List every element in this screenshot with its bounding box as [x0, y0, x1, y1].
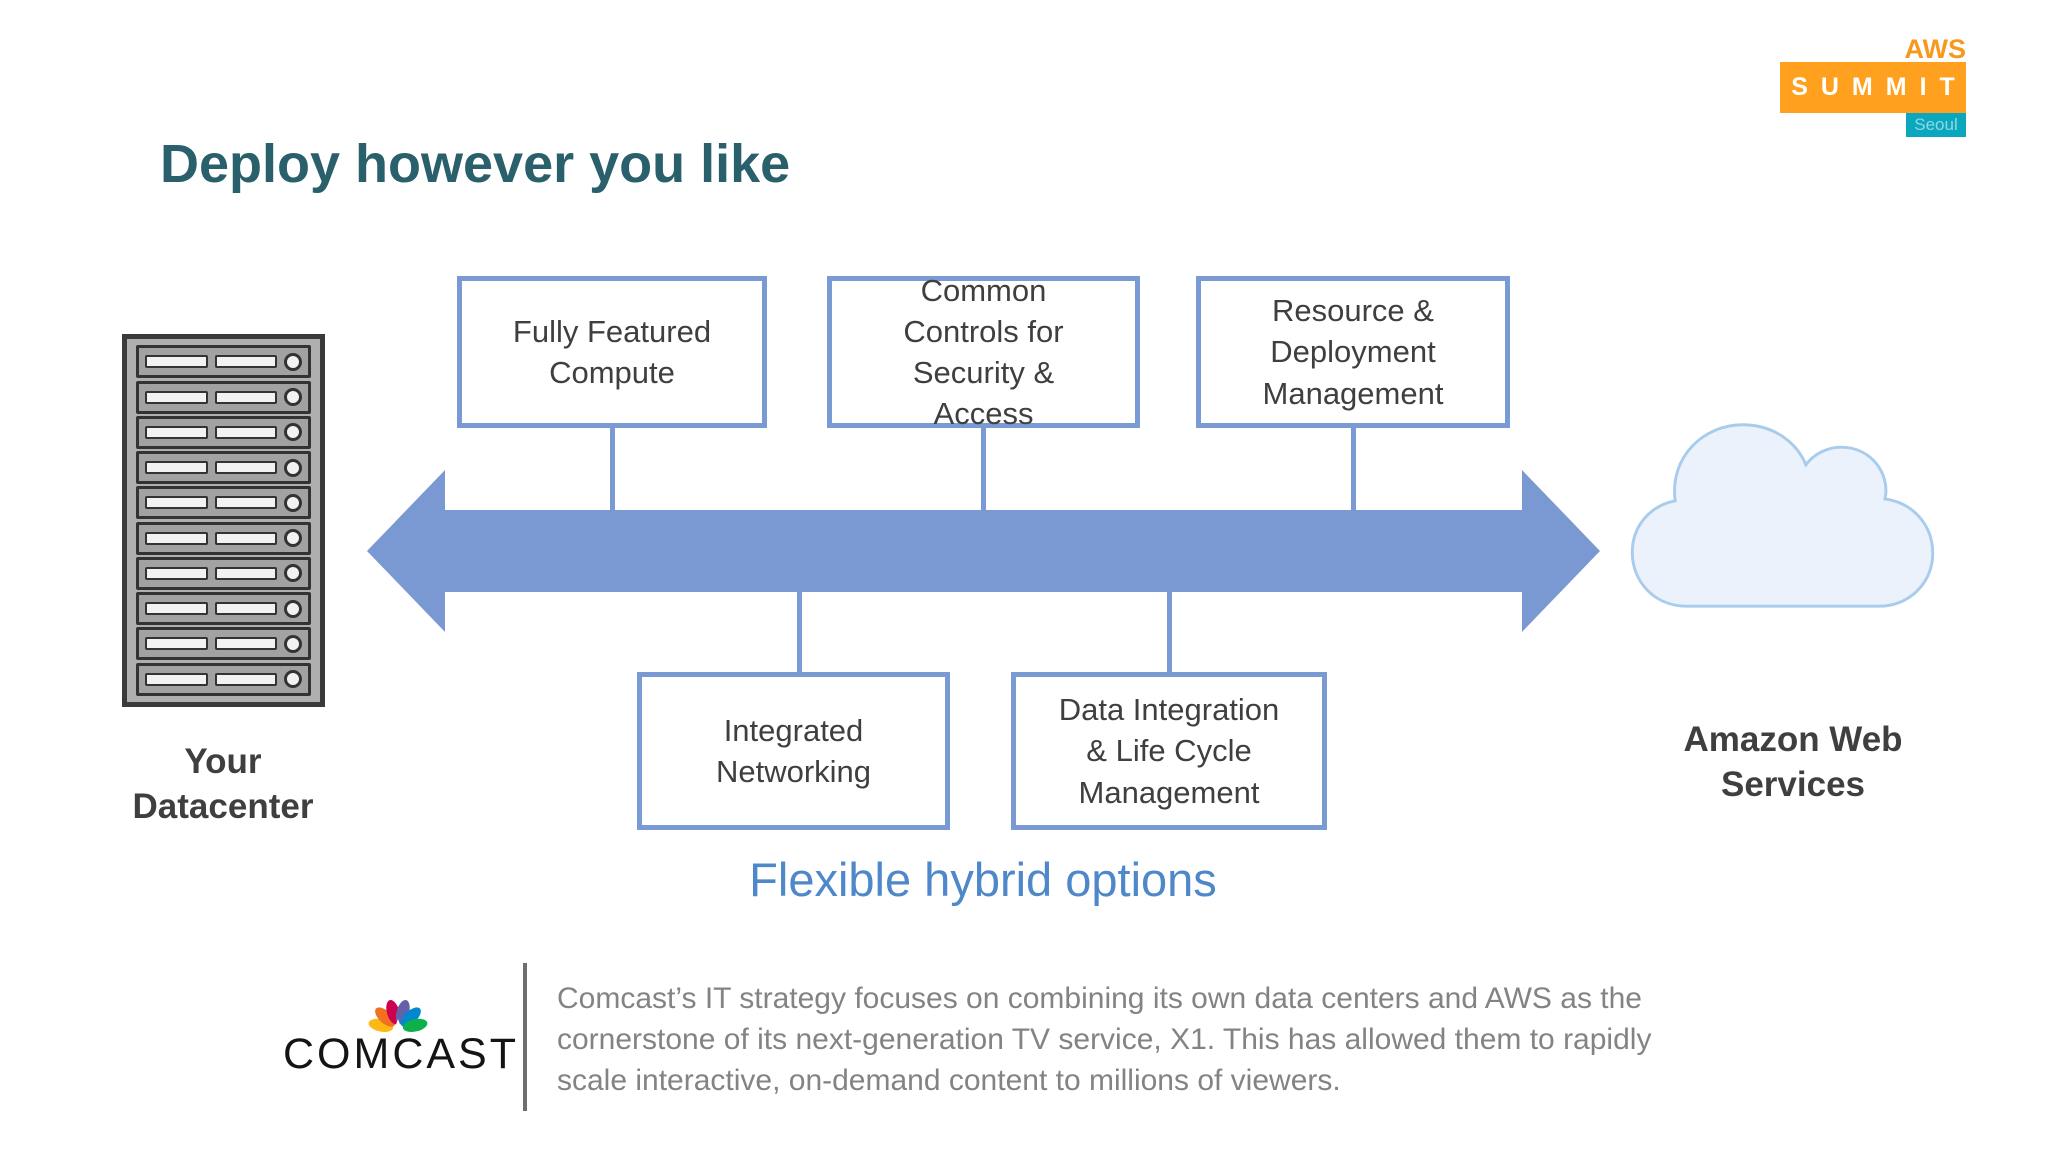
server-led — [284, 599, 302, 618]
connector-line — [610, 428, 615, 512]
server-slot — [214, 496, 277, 510]
server-slot — [145, 355, 208, 369]
server-slot — [145, 602, 208, 616]
server-led — [284, 564, 302, 583]
connector-line — [797, 590, 802, 676]
server-rack-icon — [122, 334, 325, 707]
server-slot — [145, 672, 208, 686]
server-led — [284, 634, 302, 653]
connector-line — [981, 428, 986, 512]
summit-banner: SUMMIT — [1780, 62, 1966, 113]
seoul-banner: Seoul — [1906, 113, 1966, 137]
server-unit — [136, 486, 311, 520]
server-slot — [145, 531, 208, 545]
server-slot — [214, 672, 277, 686]
server-slot — [145, 461, 208, 475]
datacenter-label: Your Datacenter — [132, 742, 314, 826]
box-common-controls: Common Controls for Security & Access — [827, 273, 1140, 431]
server-unit — [136, 380, 311, 414]
slide-title: Deploy however you like — [160, 134, 791, 194]
server-slot — [145, 496, 208, 510]
server-unit — [136, 662, 311, 696]
connector-line — [1351, 428, 1356, 512]
server-slot — [214, 425, 277, 439]
comcast-quote: Comcast’s IT strategy focuses on combini… — [557, 982, 1652, 1098]
footer-divider — [523, 963, 527, 1111]
box-fully-featured-compute: Fully Featured Compute — [457, 276, 767, 428]
cloud-icon — [1630, 423, 1935, 608]
server-unit — [136, 556, 311, 590]
server-led — [284, 423, 302, 442]
server-led — [284, 493, 302, 512]
server-unit — [136, 592, 311, 626]
server-slot — [145, 566, 208, 580]
server-led — [284, 670, 302, 689]
server-led — [284, 529, 302, 548]
server-unit — [136, 451, 311, 485]
flexible-hybrid-caption: Flexible hybrid options — [749, 853, 1217, 906]
server-led — [284, 352, 302, 371]
server-slot — [214, 461, 277, 475]
box-data-integration: Data Integration & Life Cycle Management — [1011, 672, 1327, 830]
box-resource-deployment: Resource & Deployment Management — [1196, 276, 1510, 428]
summit-banner-label: SUMMIT — [1791, 73, 1968, 101]
server-slot — [214, 531, 277, 545]
server-slot — [145, 425, 208, 439]
box-integrated-networking: Integrated Networking — [637, 672, 950, 830]
server-slot — [214, 566, 277, 580]
server-led — [284, 458, 302, 477]
seoul-banner-label: Seoul — [1914, 115, 1958, 134]
aws-services-label: Amazon Web Services — [1683, 720, 1903, 804]
server-slot — [145, 390, 208, 404]
double-arrow-icon — [367, 470, 1600, 632]
aws-logo-text: AWS — [1904, 34, 1966, 64]
server-unit — [136, 627, 311, 661]
connector-line — [1167, 590, 1172, 676]
server-unit — [136, 345, 311, 379]
server-slot — [214, 390, 277, 404]
server-unit — [136, 521, 311, 555]
server-slot — [214, 602, 277, 616]
server-slot — [214, 637, 277, 651]
peacock-icon — [368, 1000, 428, 1032]
server-slot — [145, 637, 208, 651]
server-slot — [214, 355, 277, 369]
server-led — [284, 388, 302, 407]
server-unit — [136, 415, 311, 449]
comcast-wordmark: COMCAST — [283, 1030, 519, 1078]
